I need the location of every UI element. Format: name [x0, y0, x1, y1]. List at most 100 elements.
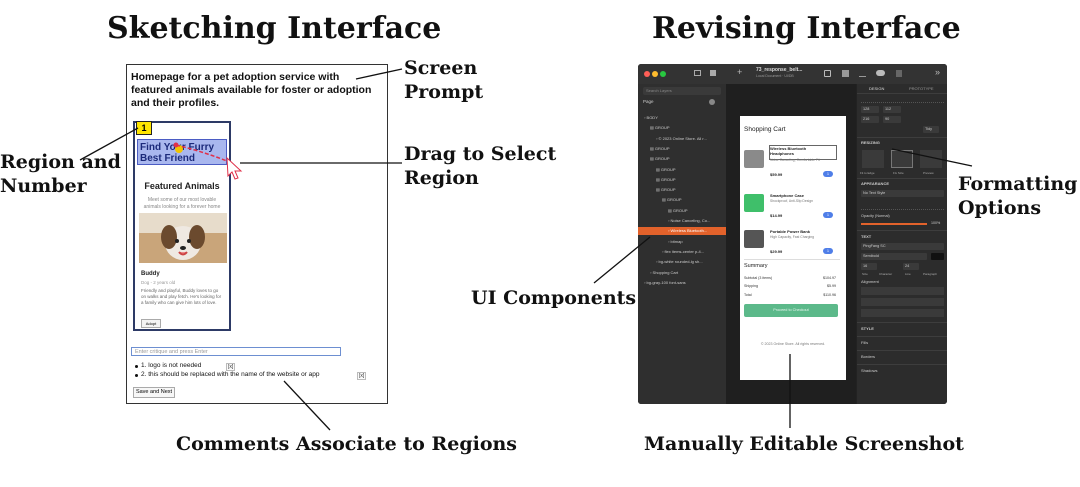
sketch-screen-frame[interactable]: Find Your Furry Best Friend Featured Ani… [133, 121, 231, 331]
layer-item[interactable]: ▫ bg-gray-100 font-sans [638, 279, 732, 287]
layer-item[interactable]: ▤ GROUP [638, 145, 738, 153]
layer-item[interactable]: ▫ © 2023 Online Store. All r... [638, 135, 744, 143]
summary-heading[interactable]: Summary [744, 263, 768, 269]
annotation-drag-select: Drag to Select Region [404, 142, 556, 190]
item-description[interactable]: High Capacity, Fast Charging [770, 235, 815, 239]
resize-preview-icon[interactable] [920, 150, 942, 168]
text-color-swatch[interactable] [931, 253, 944, 260]
y-position-field[interactable]: 112 [883, 106, 901, 113]
resize-fix-icon[interactable] [891, 150, 913, 168]
align-tools-row[interactable] [861, 96, 944, 103]
checkout-button[interactable]: Proceed to Checkout [744, 304, 838, 317]
maximize-window-icon[interactable] [660, 71, 666, 77]
appearance-actions-row[interactable] [861, 201, 944, 210]
tidy-button[interactable]: Tidy [923, 126, 939, 133]
headphones-image[interactable] [744, 150, 764, 168]
alignment-controls[interactable] [861, 298, 944, 306]
cart-title[interactable]: Shopping Cart [744, 126, 786, 133]
appearance-section: APPEARANCE [861, 181, 890, 186]
layer-label: GROUP [660, 166, 676, 172]
layer-item[interactable]: ▫ bitmap [638, 238, 756, 246]
page-selector[interactable]: Page [643, 99, 654, 104]
item-name[interactable]: Portable Power Bank [770, 229, 811, 234]
borders-section[interactable]: Borders [861, 354, 876, 359]
layer-item[interactable]: ▤ GROUP [638, 155, 738, 163]
item-price[interactable]: $29.99 [770, 249, 783, 254]
close-window-icon[interactable] [644, 71, 650, 77]
item-description[interactable]: Noise Canceling, Comfortable Fit [770, 158, 820, 162]
layer-label: GROUP [660, 176, 676, 182]
item-description[interactable]: Shockproof, Anti-Slip Design [770, 199, 813, 203]
folder-icon: ▤ [656, 176, 661, 182]
save-and-next-button[interactable]: Save and Next [133, 387, 175, 398]
selected-element-outline[interactable] [769, 145, 837, 160]
layer-item[interactable]: ▫ Shopping Cart [638, 269, 738, 277]
insert-icon[interactable]: + [737, 67, 743, 77]
opacity-slider[interactable] [861, 223, 927, 225]
critique-input[interactable]: Enter critique and press Enter [131, 347, 341, 356]
item-quantity-badge[interactable]: 1 [823, 212, 833, 218]
toolbar-tool-icon[interactable] [842, 70, 849, 77]
shopping-cart-page[interactable]: Shopping Cart Wireless Bluetooth Headpho… [740, 116, 846, 380]
summary-value: $110.96 [823, 293, 836, 297]
layer-item[interactable]: ▤ GROUP [638, 124, 738, 132]
resize-fit-icon[interactable] [862, 150, 884, 168]
summary-row[interactable]: Shipping$5.99 [744, 284, 836, 288]
toolbar-tool-icon[interactable] [896, 70, 902, 77]
item-quantity-badge[interactable]: 1 [823, 171, 833, 177]
layer-item[interactable]: ▫ flex items-center p-4... [638, 248, 750, 256]
adopt-button[interactable]: Adopt [141, 319, 161, 328]
layer-item[interactable]: ▤ GROUP [638, 166, 744, 174]
layer-item[interactable]: ▤ GROUP [638, 196, 750, 204]
shadows-section[interactable]: Shadows [861, 368, 878, 373]
summary-row[interactable]: Total$110.96 [744, 293, 836, 297]
layer-item[interactable]: ▫ BODY [638, 114, 732, 122]
phone-case-image[interactable] [744, 194, 764, 212]
grid-view-icon[interactable] [710, 70, 716, 76]
tab-design[interactable]: DESIGN [869, 86, 885, 91]
fills-section[interactable]: Fills [861, 340, 869, 345]
item-price[interactable]: $14.99 [770, 213, 783, 218]
item-name[interactable]: Smartphone Case [770, 193, 805, 198]
alignment-controls[interactable] [861, 287, 944, 295]
opacity-value[interactable]: 100% [931, 221, 941, 225]
text-style-select[interactable]: No Text Style [861, 190, 944, 197]
item-name[interactable]: Wireless Bluetooth Headphones [770, 146, 807, 156]
height-field[interactable]: 90 [883, 116, 901, 123]
text-metric-label: Line [905, 272, 911, 276]
annotation-line: Region [404, 167, 479, 189]
layer-item[interactable]: ▤ GROUP [638, 186, 744, 194]
item-quantity-badge[interactable]: 1 [823, 248, 833, 254]
remove-comment-button[interactable]: [x] [357, 372, 367, 380]
document-subtitle: Local Document · UI/DB [756, 74, 794, 78]
selected-region[interactable]: Find Your Furry Best Friend [137, 139, 227, 165]
line-height-field[interactable]: 24 [903, 263, 919, 270]
layer-item[interactable]: ▤ GROUP [638, 207, 756, 215]
annotation-line: Options [958, 197, 1042, 219]
chevron-right-icon[interactable]: » [935, 67, 941, 77]
width-field[interactable]: 216 [861, 116, 879, 123]
layer-search-input[interactable]: Search Layers [643, 87, 721, 95]
region-number-badge[interactable]: 1 [136, 121, 152, 135]
minimize-window-icon[interactable] [652, 71, 658, 77]
item-price[interactable]: $59.99 [770, 172, 783, 177]
power-bank-image[interactable] [744, 230, 764, 248]
remove-comment-button[interactable]: [x] [226, 363, 236, 371]
sidebar-toggle-icon[interactable] [694, 70, 701, 76]
layer-item[interactable]: ▫ Wireless Bluetooth... [638, 227, 756, 236]
x-position-field[interactable]: 128 [861, 106, 879, 113]
font-weight-select[interactable]: Semibold [861, 253, 927, 260]
layer-item[interactable]: ▫ bg-white rounded-lg sh... [638, 258, 744, 266]
font-size-field[interactable]: 16 [861, 263, 877, 270]
tab-prototype[interactable]: PROTOTYPE [909, 86, 934, 91]
layer-item[interactable]: ▤ GROUP [638, 176, 744, 184]
font-family-select[interactable]: PingFang SC [861, 243, 944, 250]
summary-row[interactable]: Subtotal (3 items)$104.97 [744, 276, 836, 280]
add-page-icon[interactable] [709, 99, 715, 105]
page-footer[interactable]: © 2023 Online Store. All rights reserved… [760, 342, 826, 346]
toolbar-tool-icon[interactable] [824, 70, 831, 77]
toolbar-tool-icon[interactable] [859, 70, 866, 77]
layer-item[interactable]: ▫ Noise Canceling, Co... [638, 217, 756, 225]
toolbar-tool-icon[interactable] [876, 70, 885, 76]
alignment-controls[interactable] [861, 309, 944, 317]
